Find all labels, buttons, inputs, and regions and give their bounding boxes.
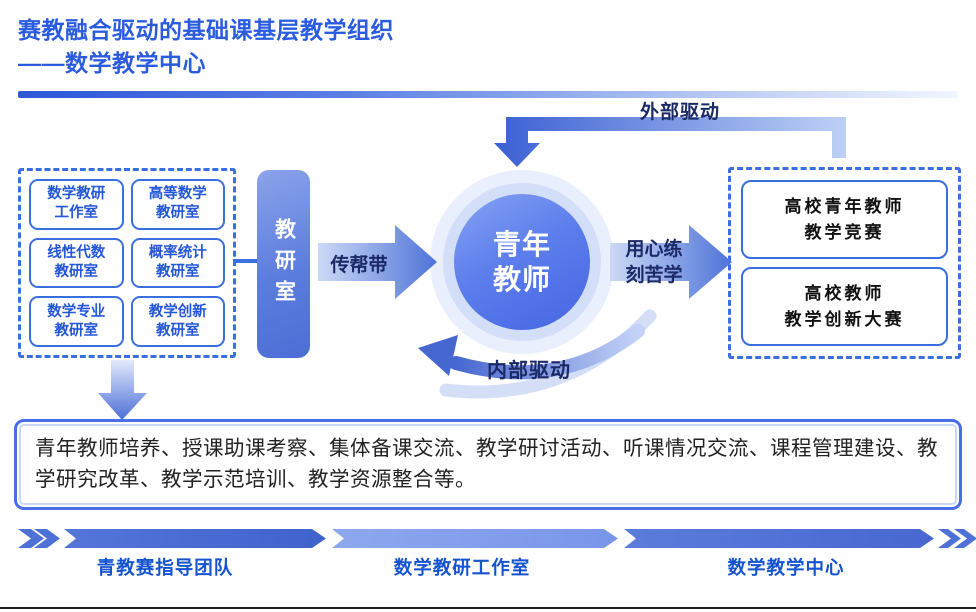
room-label: 概率统计 <box>148 244 207 261</box>
practice-arrow-label-line2: 刻苦学 <box>625 264 683 286</box>
room-label: 线性代数 <box>47 244 106 261</box>
room-box-probability-statistics: 概率统计 教研室 <box>130 237 225 289</box>
hub-bar-jiaoyanshi: 教研室 <box>257 170 310 358</box>
slide-bottom-border <box>0 607 976 609</box>
practice-arrow-label-line1: 用心练 <box>625 239 683 260</box>
room-label: 教研室 <box>54 322 99 339</box>
internal-drive-label: 内部驱动 <box>487 360 571 382</box>
activities-text: 青年教师培养、授课助课考察、集体备课交流、教学研讨活动、听课情况交流、课程管理建… <box>35 436 938 491</box>
mentoring-arrow-label: 传帮带 <box>330 255 388 276</box>
page-title: 赛教融合驱动的基础课基层教学组织 ——数学教学中心 <box>18 14 394 81</box>
hub-bar-label: 教研室 <box>272 217 296 311</box>
external-drive-arrow <box>494 117 846 167</box>
title-divider <box>18 91 958 98</box>
competition-label: 高校教师 <box>804 284 885 303</box>
page-title-line1: 赛教融合驱动的基础课基层教学组织 <box>18 17 394 43</box>
competition-box-young-teacher-contest: 高校青年教师 教学竞赛 <box>741 180 948 259</box>
banner-label-math-research-studio: 数学教研工作室 <box>393 557 531 578</box>
room-box-advanced-math: 高等数学 教研室 <box>130 179 225 230</box>
room-label: 教学创新 <box>148 303 207 320</box>
room-label: 教研室 <box>156 205 200 222</box>
page-title-line2: ——数学教学中心 <box>18 50 206 77</box>
teaching-research-rooms-group: 数学教研 工作室 高等数学 教研室 线性代数 教研室 概率统计 教研室 数学专业… <box>18 168 236 358</box>
room-box-teaching-innovation: 教学创新 教研室 <box>130 296 225 347</box>
room-box-linear-algebra: 线性代数 教研室 <box>29 237 124 289</box>
competitions-group: 高校青年教师 教学竞赛 高校教师 教学创新大赛 <box>728 167 961 359</box>
activities-box: 青年教师培养、授课助课考察、集体备课交流、教学研讨活动、听课情况交流、课程管理建… <box>14 419 962 510</box>
room-label: 数学教研 <box>47 186 106 203</box>
banner-label-math-teaching-center: 数学教学中心 <box>727 557 845 578</box>
young-teacher-label: 教师 <box>492 264 551 295</box>
competition-label: 教学竞赛 <box>804 222 885 242</box>
room-label: 教研室 <box>54 263 99 280</box>
room-label: 数学专业 <box>47 303 106 320</box>
bottom-chevron-band <box>18 529 976 548</box>
young-teacher-circle: 青年 教师 <box>454 194 590 330</box>
room-label: 高等数学 <box>148 186 207 203</box>
room-label: 教研室 <box>156 263 200 280</box>
down-arrow <box>98 360 147 420</box>
banner-label-coaching-team: 青教赛指导团队 <box>96 557 234 578</box>
young-teacher-label: 青年 <box>492 229 551 260</box>
group-to-hub-connector <box>233 259 259 263</box>
room-box-math-research-studio: 数学教研 工作室 <box>29 179 124 230</box>
room-label: 工作室 <box>54 205 99 222</box>
room-box-math-major: 数学专业 教研室 <box>29 296 124 347</box>
external-drive-label: 外部驱动 <box>639 102 720 123</box>
room-label: 教研室 <box>156 322 200 339</box>
competition-box-innovation-contest: 高校教师 教学创新大赛 <box>741 267 948 346</box>
competition-label: 教学创新大赛 <box>784 309 905 329</box>
competition-label: 高校青年教师 <box>784 197 905 216</box>
practice-arrow-label: 用心练 刻苦学 <box>614 237 694 288</box>
